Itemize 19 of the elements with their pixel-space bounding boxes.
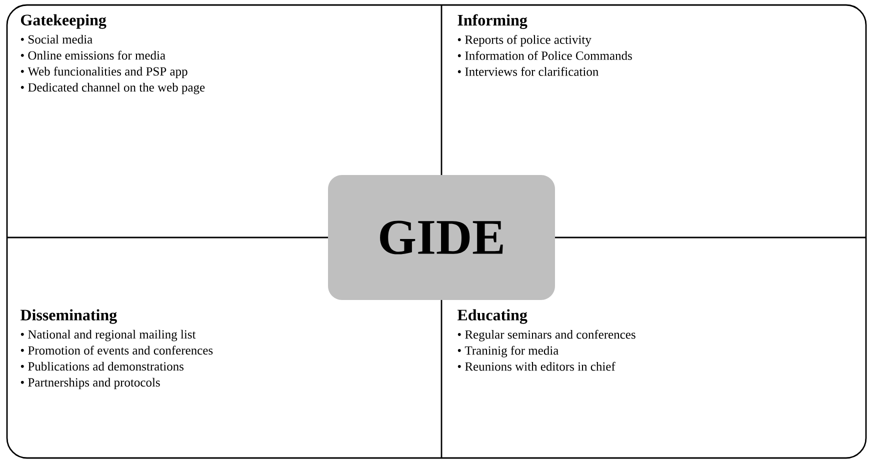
bullet-item: • Reunions with editors in chief — [458, 362, 616, 371]
bullet-item: • National and regional mailing list — [20, 330, 196, 342]
center-box: GIDE — [328, 175, 555, 300]
bullet-item: • Social media — [20, 34, 92, 44]
bullet-item: • Online emissions for media — [20, 50, 166, 60]
bullet-item: • Publications ad demonstrations — [20, 362, 184, 371]
bullet-item: • Dedicated channel on the web page — [20, 82, 205, 94]
bullet-item: • Web funcionalities and PSP app — [20, 66, 188, 78]
heading: Gatekeeping — [21, 14, 106, 29]
bullet-item: • Partnerships and protocols — [20, 378, 160, 390]
bullet-item: • Traninig for media — [458, 346, 558, 358]
heading: Disseminating — [20, 309, 117, 324]
heading: Educating — [457, 309, 528, 324]
bullet-item: • Reports of police activity — [458, 35, 592, 46]
bullet-item: • Information of Police Commands — [458, 51, 632, 60]
bullet-item: • Promotion of events and conferences — [20, 346, 213, 355]
heading: Informing — [458, 14, 528, 29]
bullet-item: • Interviews for clarification — [458, 67, 598, 76]
bullet-item: • Regular seminars and conferences — [458, 330, 636, 342]
